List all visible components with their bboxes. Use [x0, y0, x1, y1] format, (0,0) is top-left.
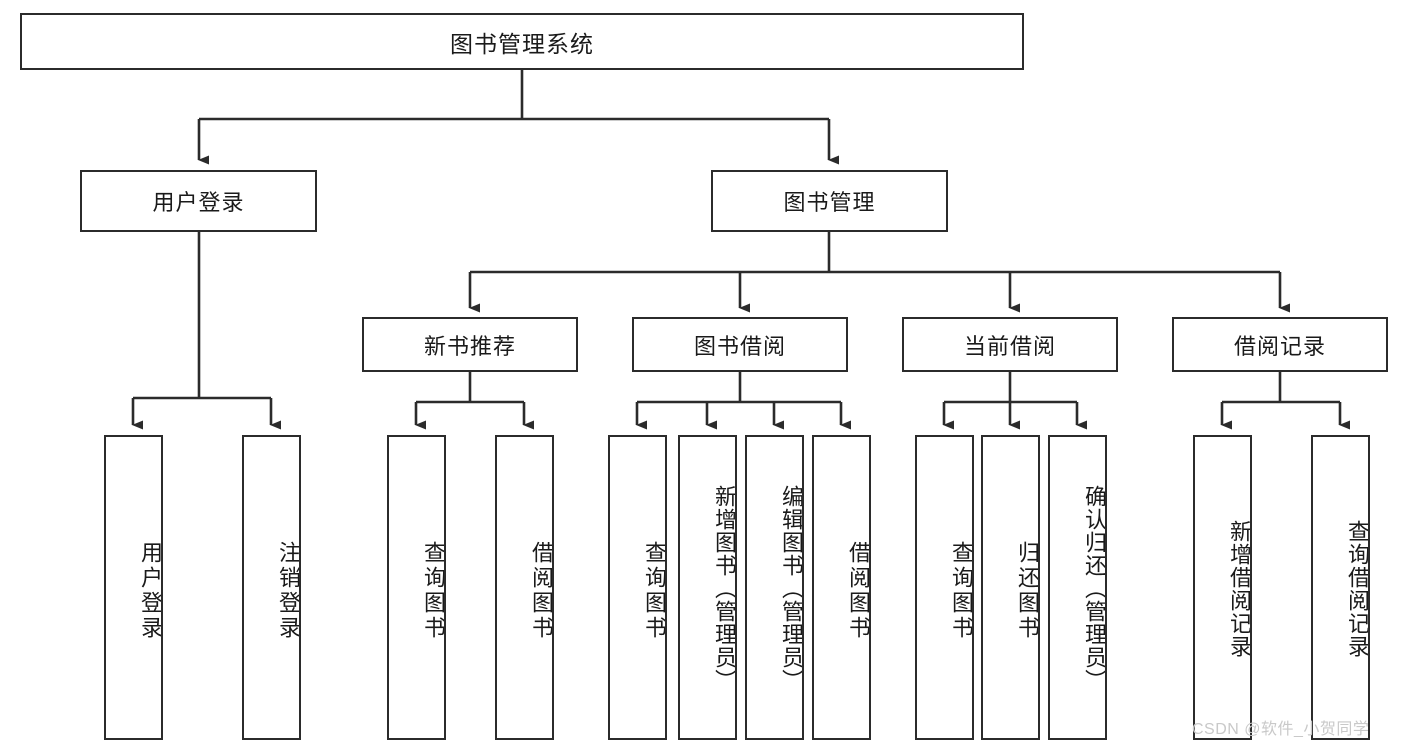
leaf-user-login[interactable]: 用户登录 [104, 435, 163, 740]
node-book-management[interactable]: 图书管理 [711, 170, 948, 232]
leaf-query-book-borrow[interactable]: 查询图书 [608, 435, 667, 740]
leaf-query-borrow-record[interactable]: 查询借阅记录 [1311, 435, 1370, 740]
leaf-query-book-current[interactable]: 查询图书 [915, 435, 974, 740]
node-current-borrow[interactable]: 当前借阅 [902, 317, 1118, 372]
leaf-add-book-admin[interactable]: 新增图书（管理员） [678, 435, 737, 740]
leaf-return-book[interactable]: 归还图书 [981, 435, 1040, 740]
csdn-watermark: CSDN @软件_小贺同学 [1192, 721, 1370, 738]
leaf-query-book-recommend[interactable]: 查询图书 [387, 435, 446, 740]
leaf-edit-book-admin[interactable]: 编辑图书（管理员） [745, 435, 804, 740]
node-user-login[interactable]: 用户登录 [80, 170, 317, 232]
node-new-book-recommend[interactable]: 新书推荐 [362, 317, 578, 372]
leaf-add-borrow-record[interactable]: 新增借阅记录 [1193, 435, 1252, 740]
leaf-borrow-book-recommend[interactable]: 借阅图书 [495, 435, 554, 740]
leaf-borrow-book[interactable]: 借阅图书 [812, 435, 871, 740]
node-book-borrow[interactable]: 图书借阅 [632, 317, 848, 372]
node-borrow-records[interactable]: 借阅记录 [1172, 317, 1388, 372]
node-root-system[interactable]: 图书管理系统 [20, 13, 1024, 70]
leaf-confirm-return-admin[interactable]: 确认归还（管理员） [1048, 435, 1107, 740]
leaf-logout[interactable]: 注销登录 [242, 435, 301, 740]
